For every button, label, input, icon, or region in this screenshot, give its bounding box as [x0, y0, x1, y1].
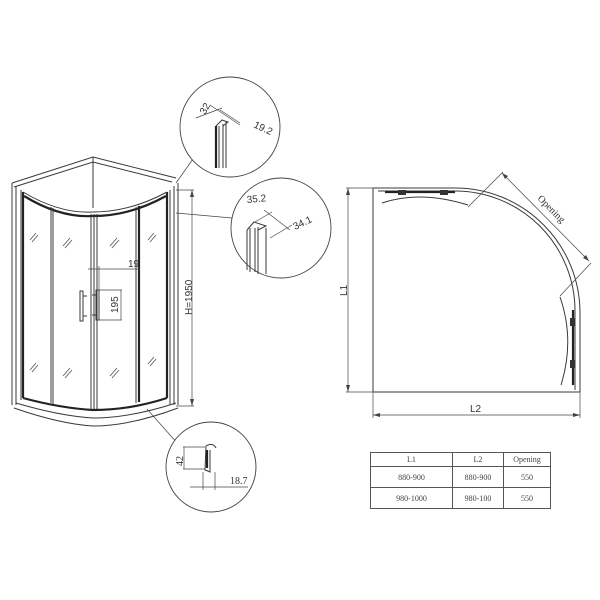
detail-bottom-dim-b: 18.7 — [230, 476, 248, 487]
detail-middle-dim-a: 35.2 — [246, 193, 267, 206]
detail-bottom-dim-a: 42 — [175, 456, 186, 466]
handle-offset-label: 19 — [128, 259, 140, 270]
header-l1: L1 — [370, 452, 453, 467]
handle-length-label: 195 — [110, 296, 121, 313]
l1-label: L1 — [339, 284, 350, 296]
cell-l2: 880-900 — [452, 466, 504, 488]
cell-opening: 550 — [503, 466, 551, 488]
plan-view: L1 L2 Opening — [339, 171, 592, 418]
detail-middle: 35.2 34.1 — [230, 177, 332, 279]
header-l2: L2 — [452, 452, 504, 467]
table-row: 880-900 880-900 550 — [370, 466, 551, 488]
front-view: 19 195 H=1950 — [11, 156, 195, 427]
table-row: 980-1000 980-100 550 — [370, 487, 551, 509]
dimensions-table: L1 L2 Opening 880-900 880-900 550 980-10… — [370, 452, 551, 509]
header-opening: Opening — [503, 452, 551, 467]
height-label: H=1950 — [184, 279, 195, 315]
cell-l1: 880-900 — [370, 466, 453, 488]
l2-label: L2 — [470, 404, 482, 415]
cell-opening: 550 — [503, 487, 551, 509]
table-header-row: L1 L2 Opening — [370, 452, 551, 467]
detail-bottom: 42 18.7 — [165, 421, 257, 513]
detail-top: 32 19.2 — [179, 76, 281, 178]
cell-l2: 980-100 — [452, 487, 504, 509]
cell-l1: 980-1000 — [370, 487, 453, 509]
detail-top-dim-a: 32 — [198, 101, 213, 117]
